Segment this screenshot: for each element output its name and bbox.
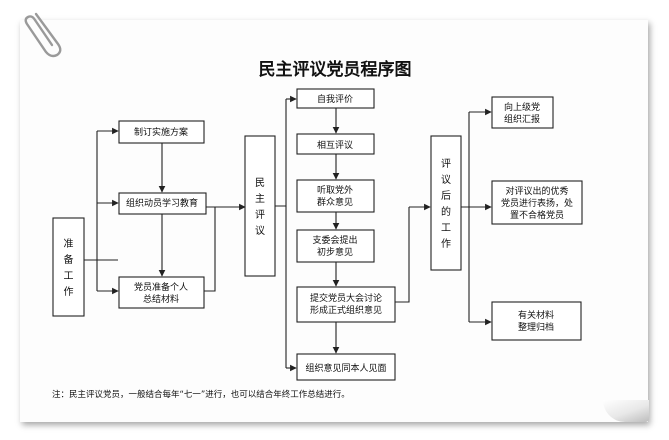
review-step-committee-label: 支委会提出初步意见 [312,234,357,258]
prep-step-mobilize: 组织动员学习教育 [118,192,207,215]
stage-post-label: 评议后的工作 [441,158,451,250]
review-step-public-label: 听取党外群众意见 [317,184,353,208]
post-step-reward: 对评议出的优秀党员进行表扬，处置不合格党员 [491,180,583,225]
prep-step-mobilize-label: 组织动员学习教育 [126,197,198,209]
review-step-meeting-label: 组织意见同本人见面 [305,362,386,374]
stage-post: 评议后的工作 [430,135,462,271]
post-step-reward-label: 对评议出的优秀党员进行表扬，处置不合格党员 [501,185,573,221]
review-to-post-connector [395,207,410,303]
review-step-meeting: 组织意见同本人见面 [296,353,396,381]
review-step-mutual-label: 相互评议 [317,139,353,151]
stage-prep: 准备工作 [52,217,85,317]
paperclip-icon [24,12,62,58]
prep-connector [84,131,98,261]
prep-step-plan: 制订实施方案 [118,120,205,144]
stage-review: 民主评议 [244,135,276,277]
prep-step-plan-label: 制订实施方案 [134,126,188,138]
review-step-mutual: 相互评议 [296,133,375,155]
review-bracket [275,99,287,207]
connectors [84,95,492,372]
post-bracket [461,112,470,208]
post-step-archive-label: 有关材料整理归档 [518,309,554,333]
paper-curl [603,400,649,422]
diagram-title: 民主评议党员程序图 [259,59,412,80]
footnote: 注：民主评议党员，一般结合每年“七一”进行，也可以结合年终工作总结进行。 [52,389,350,400]
post-step-archive: 有关材料整理归档 [491,301,582,341]
stage-prep-label: 准备工作 [64,238,74,298]
post-step-report: 向上级党组织汇报 [491,96,554,129]
review-step-congress-label: 提交党员大会讨论形成正式组织意见 [310,292,382,316]
review-step-public: 听取党外群众意见 [296,179,375,213]
prep-to-review-connector [204,207,216,292]
review-step-congress: 提交党员大会讨论形成正式组织意见 [296,286,396,323]
stage-review-label: 民主评议 [255,177,265,237]
post-step-report-label: 向上级党组织汇报 [504,101,540,125]
prep-step-summary: 党员准备个人总结材料 [118,276,205,309]
review-step-self-eval-label: 自我评价 [317,93,353,105]
prep-step-summary-label: 党员准备个人总结材料 [134,281,188,305]
review-step-self-eval: 自我评价 [296,88,375,109]
review-step-committee: 支委会提出初步意见 [296,229,375,263]
